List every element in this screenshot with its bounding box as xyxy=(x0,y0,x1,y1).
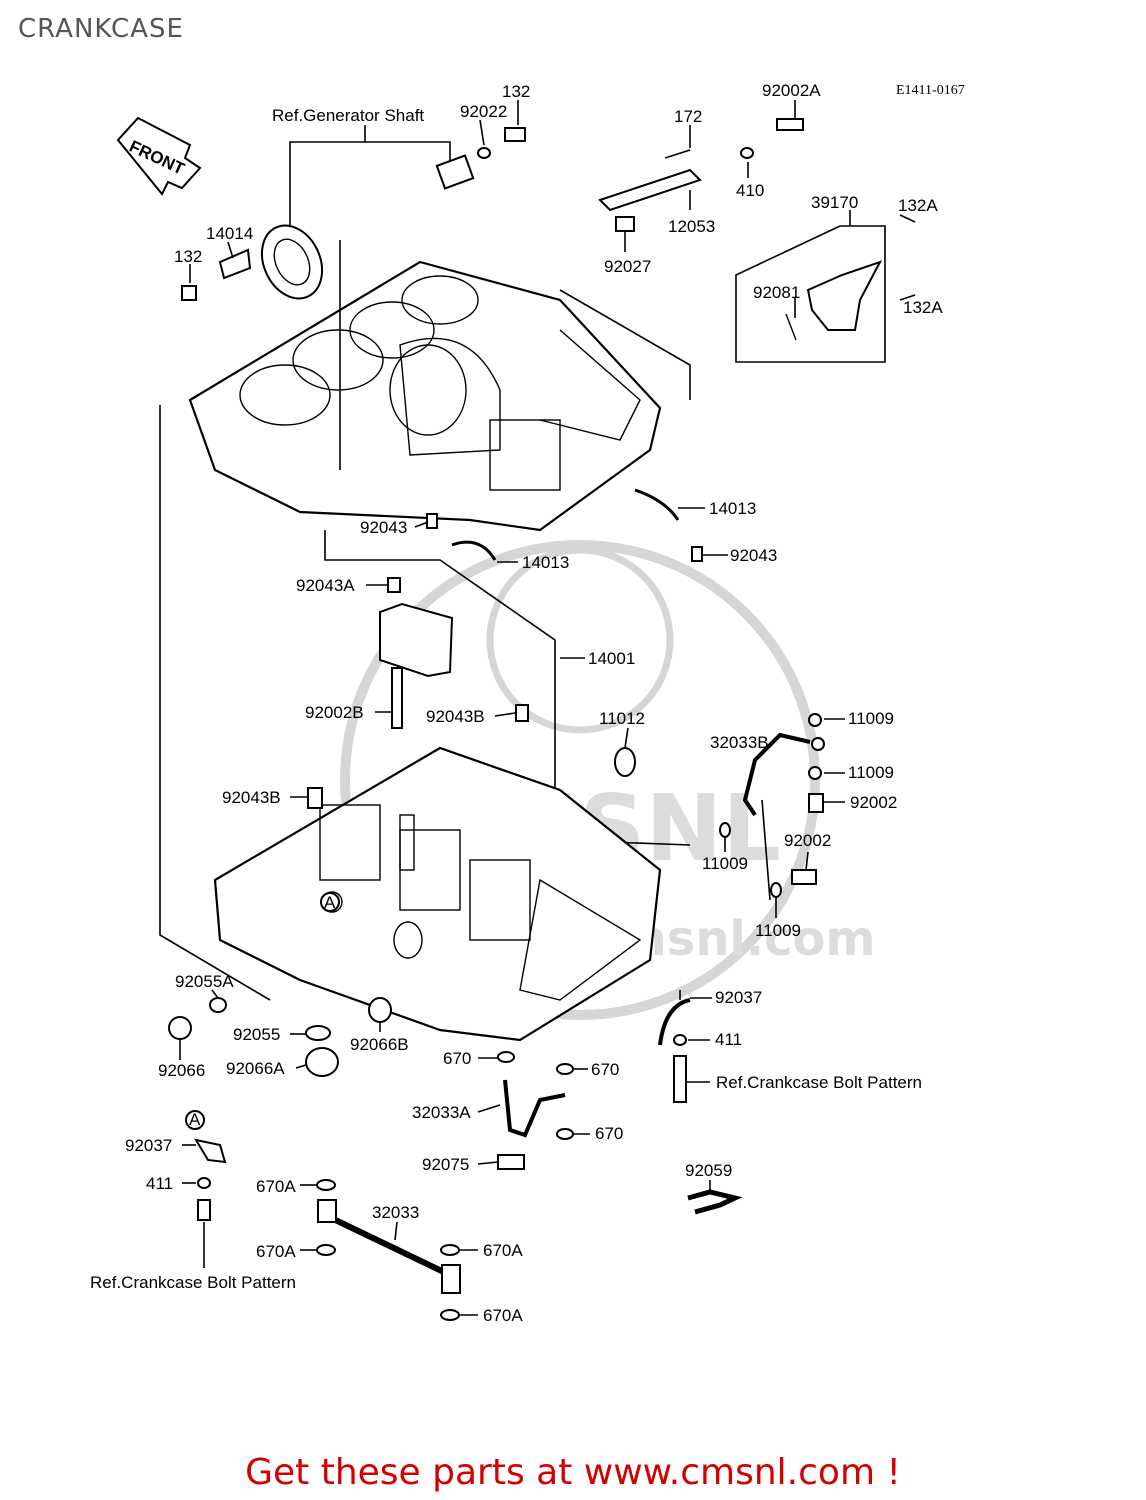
part-670-c: 670 xyxy=(595,1124,623,1143)
part-32033B: 32033B xyxy=(710,733,769,752)
bearing-14014 xyxy=(181,224,324,301)
part-670-a: 670 xyxy=(443,1049,471,1068)
ref-crankcase-bolt-pattern-left: Ref.Crankcase Bolt Pattern xyxy=(90,1273,296,1292)
bushing-generator-shaft xyxy=(435,127,526,190)
part-92002A: 92002A xyxy=(762,81,821,100)
part-92022: 92022 xyxy=(460,102,507,121)
part-670A-d: 670A xyxy=(483,1306,523,1325)
part-11012: 11012 xyxy=(599,709,645,728)
part-92059: 92059 xyxy=(685,1161,732,1180)
part-670A-a: 670A xyxy=(256,1177,296,1196)
part-14014: 14014 xyxy=(206,224,253,243)
part-132A-2: 132A xyxy=(903,298,943,317)
part-92002-a: 92002 xyxy=(850,793,897,812)
part-410: 410 xyxy=(736,181,764,200)
callout-a-circle-1 xyxy=(320,892,340,912)
part-11009-a: 11009 xyxy=(848,709,894,728)
part-670A-c: 670A xyxy=(483,1241,523,1260)
upper-crankcase xyxy=(188,260,662,532)
part-32033A: 32033A xyxy=(412,1103,471,1122)
oil-pipe-32033B xyxy=(719,713,825,901)
part-411-left: 411 xyxy=(146,1174,173,1193)
callout-labels: Ref.Generator Shaft Ref.Crankcase Bolt P… xyxy=(90,81,943,1325)
oil-pipe-32033A xyxy=(497,1051,574,1170)
dowel-92043B-left xyxy=(307,787,323,809)
generator-shaft-bracket xyxy=(289,125,451,230)
diagram-code: E1411-0167 xyxy=(896,83,965,98)
clamp-92037-left xyxy=(185,1110,227,1268)
front-arrow-icon: FRONT xyxy=(116,116,202,196)
part-14013-right: 14013 xyxy=(709,499,756,518)
part-92043-right: 92043 xyxy=(730,546,777,565)
part-411-right: 411 xyxy=(715,1030,742,1049)
part-12053: 12053 xyxy=(668,217,715,236)
leader-lines xyxy=(179,100,916,1316)
footer-link-text[interactable]: Get these parts at www.cmsnl.com ! xyxy=(245,1452,901,1493)
callout-a-label-1: A xyxy=(324,893,336,912)
crank-bearing-inserts xyxy=(387,488,703,593)
ref-generator-shaft-label: Ref.Generator Shaft xyxy=(272,106,424,125)
guide-12053 xyxy=(598,118,804,232)
oil-pipe-32033 xyxy=(316,1179,461,1321)
part-92055: 92055 xyxy=(233,1025,280,1044)
part-670A-b: 670A xyxy=(256,1242,296,1261)
part-92066A: 92066A xyxy=(226,1059,285,1078)
part-11009-b: 11009 xyxy=(848,763,894,782)
part-92002B: 92002B xyxy=(305,703,364,722)
part-14013-mid: 14013 xyxy=(522,553,569,572)
callout-a-label-2: A xyxy=(189,1110,201,1129)
ref-crankcase-bolt-pattern-right: Ref.Crankcase Bolt Pattern xyxy=(716,1073,922,1092)
part-92043B-mid: 92043B xyxy=(426,707,485,726)
cap-14001 xyxy=(379,602,529,729)
oil-seal-11012 xyxy=(614,747,636,777)
bracket-39170-group xyxy=(735,225,886,363)
part-11009-c: 11009 xyxy=(702,854,748,873)
part-132A-1: 132A xyxy=(898,196,938,215)
plugs-and-orings xyxy=(168,990,691,1103)
part-92037-left: 92037 xyxy=(125,1136,172,1155)
part-132-left: 132 xyxy=(174,247,202,266)
part-92081: 92081 xyxy=(753,283,800,302)
part-172: 172 xyxy=(674,107,702,126)
part-92043-left: 92043 xyxy=(360,518,407,537)
part-92037-right: 92037 xyxy=(715,988,762,1007)
part-92002-b: 92002 xyxy=(784,831,831,850)
part-14001: 14001 xyxy=(588,649,635,668)
part-670-b: 670 xyxy=(591,1060,619,1079)
part-92075: 92075 xyxy=(422,1155,469,1174)
page-title: CRANKCASE xyxy=(18,14,184,44)
part-92066B: 92066B xyxy=(350,1035,409,1054)
part-92043B-left: 92043B xyxy=(222,788,281,807)
part-92027: 92027 xyxy=(604,257,651,276)
pipe-92059 xyxy=(687,1189,743,1215)
part-39170: 39170 xyxy=(811,193,858,212)
part-11009-d: 11009 xyxy=(755,921,801,940)
part-92066: 92066 xyxy=(158,1061,205,1080)
part-32033: 32033 xyxy=(372,1203,419,1222)
part-92043A: 92043A xyxy=(296,576,355,595)
part-132-top: 132 xyxy=(502,82,530,101)
part-92055A: 92055A xyxy=(175,972,234,991)
